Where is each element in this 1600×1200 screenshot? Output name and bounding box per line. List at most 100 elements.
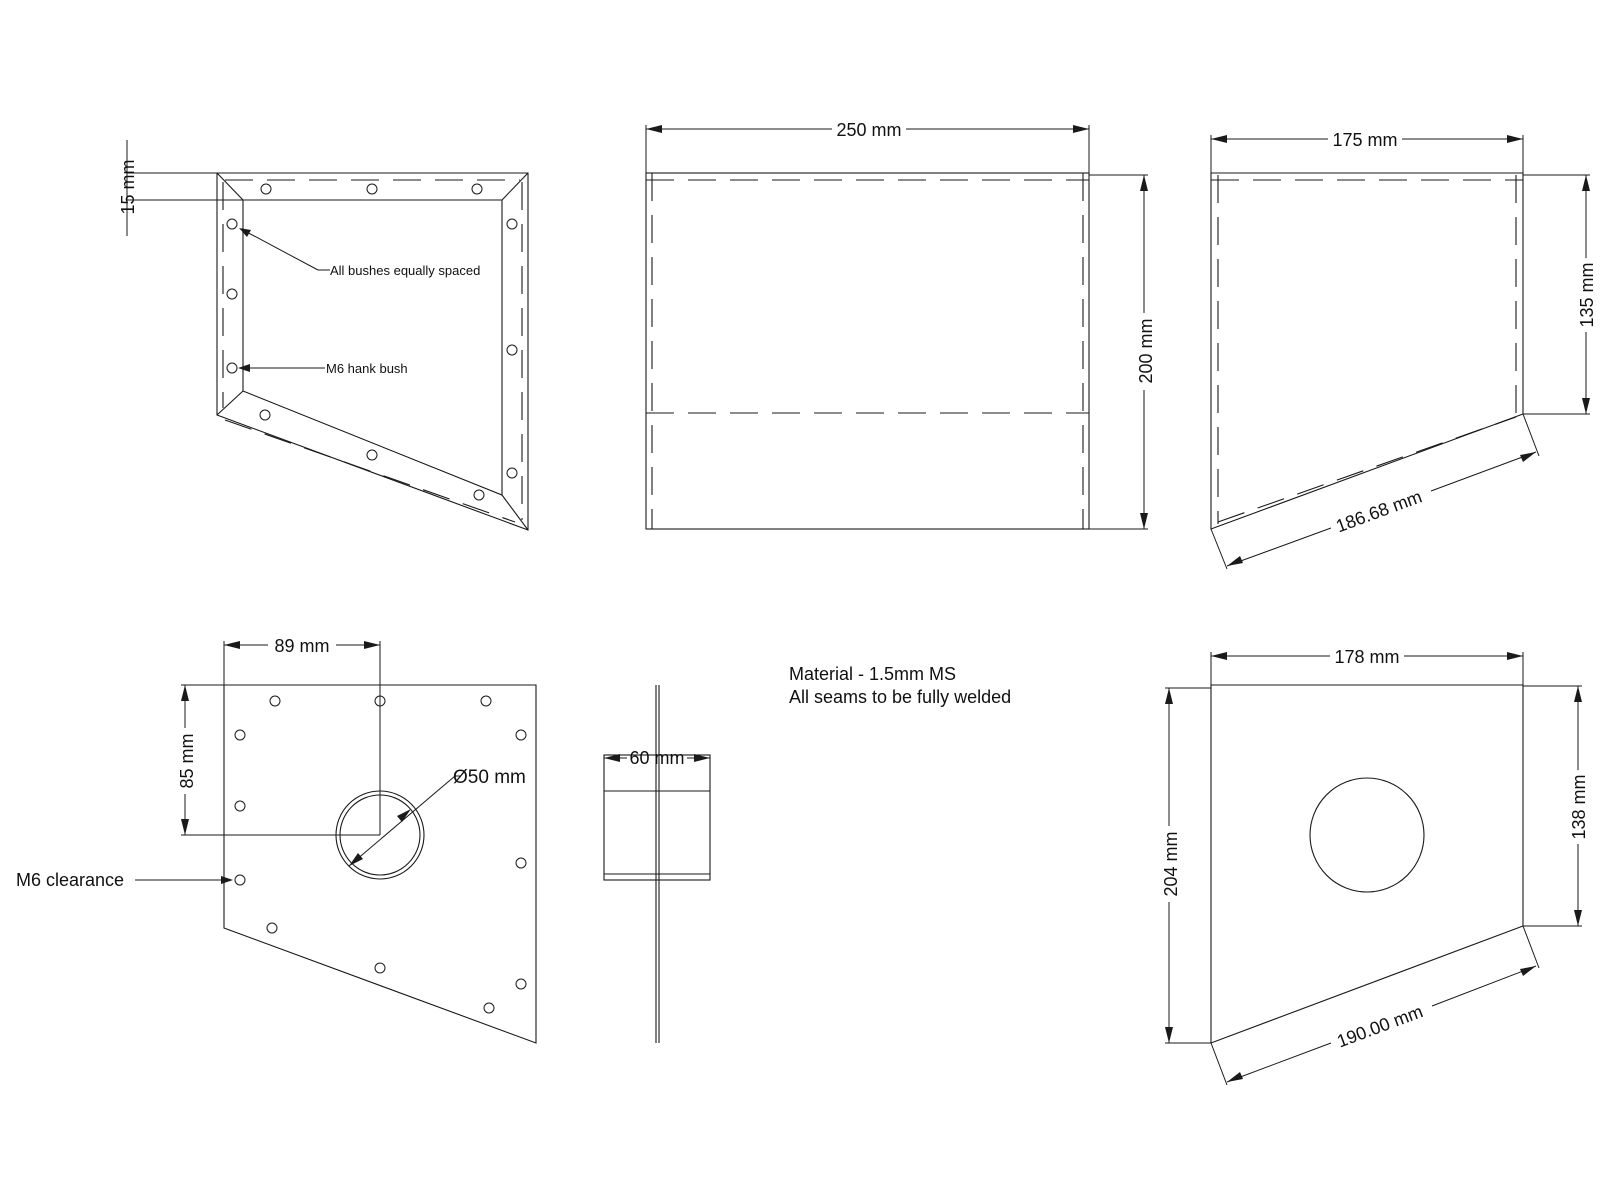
bush-hole bbox=[260, 183, 272, 195]
clearance-hole bbox=[266, 922, 278, 934]
dim-190-ext-line bbox=[1210, 1042, 1228, 1086]
tube-section-view: 60 mm bbox=[603, 685, 711, 1043]
bush-hole bbox=[506, 467, 518, 479]
dim-178-arrow bbox=[1211, 652, 1227, 660]
frame-hidden-line bbox=[224, 419, 516, 523]
hank-bush-callout: M6 hank bush bbox=[326, 361, 408, 376]
dim-250-arrow bbox=[1073, 125, 1089, 133]
bush-hole bbox=[259, 409, 271, 421]
dim-135-arrow bbox=[1582, 175, 1590, 191]
dim-204-arrow bbox=[1165, 1027, 1173, 1043]
dim-204-label: 204 mm bbox=[1161, 831, 1181, 896]
seams-note: All seams to be fully welded bbox=[789, 687, 1011, 707]
dim-190-arrow bbox=[1520, 966, 1536, 976]
bush-hole bbox=[506, 344, 518, 356]
dim-178-arrow bbox=[1507, 652, 1523, 660]
frame-corner-line bbox=[216, 390, 244, 416]
dim-135-arrow bbox=[1582, 398, 1590, 414]
end-plate-hole bbox=[1309, 777, 1425, 893]
clearance-hole bbox=[374, 962, 386, 974]
dim-89-arrow bbox=[224, 641, 240, 649]
dim-200-arrow bbox=[1140, 513, 1148, 529]
dim-250-label: 250 mm bbox=[836, 120, 901, 140]
clearance-hole bbox=[480, 695, 492, 707]
dim-186-label: 186.68 mm bbox=[1333, 486, 1424, 536]
dim-dia-arrow bbox=[397, 809, 411, 822]
dim-89-arrow bbox=[364, 641, 380, 649]
dim-190-label: 190.00 mm bbox=[1334, 1001, 1425, 1051]
dim-186-arrow bbox=[1520, 452, 1536, 462]
clearance-callout: M6 clearance bbox=[16, 870, 124, 890]
drawing-notes: Material - 1.5mm MS All seams to be full… bbox=[789, 664, 1011, 707]
dim-190-arrow bbox=[1227, 1072, 1243, 1082]
dim-190-line bbox=[1226, 1042, 1332, 1083]
dim-89-label: 89 mm bbox=[274, 636, 329, 656]
plate-clearance-holes bbox=[234, 695, 527, 1014]
frame-bush-holes bbox=[226, 183, 518, 501]
clearance-hole bbox=[269, 695, 281, 707]
bush-hole bbox=[366, 449, 378, 461]
clearance-hole bbox=[515, 857, 527, 869]
bush-hole bbox=[226, 218, 238, 230]
bush-hole bbox=[226, 362, 238, 374]
plate-outline bbox=[223, 684, 537, 1044]
side-outline bbox=[1210, 172, 1524, 530]
clearance-hole bbox=[234, 800, 246, 812]
frame-corner-line bbox=[501, 172, 529, 201]
dim-60-arrow bbox=[694, 754, 710, 762]
end-plate-view: 178 mm 204 mm 138 mm 190.00 mm bbox=[1161, 647, 1589, 1086]
bush-hole bbox=[366, 183, 378, 195]
frame-outer-outline bbox=[216, 172, 529, 531]
clearance-hole bbox=[234, 729, 246, 741]
dim-135-label: 135 mm bbox=[1577, 262, 1597, 327]
dim-15-label: 15 mm bbox=[118, 159, 138, 214]
dim-dia-label: Ø50 mm bbox=[453, 767, 526, 788]
dim-85-label: 85 mm bbox=[177, 733, 197, 788]
frame-corner-line bbox=[216, 172, 244, 201]
dim-200-label: 200 mm bbox=[1136, 318, 1156, 383]
clearance-hole bbox=[515, 978, 527, 990]
tube-outline bbox=[603, 754, 711, 881]
hank-bush-leader-arrow bbox=[238, 364, 250, 372]
dim-186-line bbox=[1430, 451, 1537, 492]
dim-190-line bbox=[1431, 965, 1537, 1007]
flange-frame-view: 15 mm All bushes equally spaced M6 hank … bbox=[118, 140, 529, 531]
material-note: Material - 1.5mm MS bbox=[789, 664, 956, 684]
dim-60-arrow bbox=[604, 754, 620, 762]
bush-hole bbox=[506, 218, 518, 230]
dim-186-ext-line bbox=[1522, 413, 1540, 457]
bush-hole bbox=[471, 183, 483, 195]
clearance-hole bbox=[483, 1002, 495, 1014]
clearance-leader-arrow bbox=[221, 876, 233, 884]
bush-hole bbox=[473, 489, 485, 501]
dim-175-arrow bbox=[1507, 135, 1523, 143]
dim-85-arrow bbox=[181, 685, 189, 701]
dim-138-label: 138 mm bbox=[1569, 774, 1589, 839]
bushes-leader-arrow bbox=[239, 228, 251, 237]
dim-190-ext-line bbox=[1522, 925, 1540, 969]
front-view: 250 mm 200 mm bbox=[645, 120, 1156, 530]
dim-85-arrow bbox=[181, 819, 189, 835]
side-hidden-line bbox=[1217, 416, 1517, 523]
front-outline bbox=[645, 172, 1090, 530]
clearance-hole bbox=[234, 874, 246, 886]
dim-178-label: 178 mm bbox=[1334, 647, 1399, 667]
dim-60-label: 60 mm bbox=[629, 748, 684, 768]
plate-view: 89 mm 85 mm Ø50 mm M6 clearance bbox=[16, 636, 537, 1044]
bushes-callout: All bushes equally spaced bbox=[330, 263, 480, 278]
dim-138-arrow bbox=[1574, 686, 1582, 702]
clearance-hole bbox=[515, 729, 527, 741]
dim-200-arrow bbox=[1140, 175, 1148, 191]
dim-204-arrow bbox=[1165, 688, 1173, 704]
side-view: 175 mm 135 mm 186.68 mm bbox=[1210, 130, 1597, 570]
dim-186-line bbox=[1226, 527, 1332, 567]
dim-250-arrow bbox=[646, 125, 662, 133]
dim-186-arrow bbox=[1227, 556, 1243, 566]
dim-138-arrow bbox=[1574, 910, 1582, 926]
dim-dia-arrow bbox=[349, 853, 363, 866]
dim-175-label: 175 mm bbox=[1332, 130, 1397, 150]
dim-175-arrow bbox=[1211, 135, 1227, 143]
bushes-leader bbox=[242, 229, 319, 271]
frame-corner-line bbox=[501, 494, 529, 531]
